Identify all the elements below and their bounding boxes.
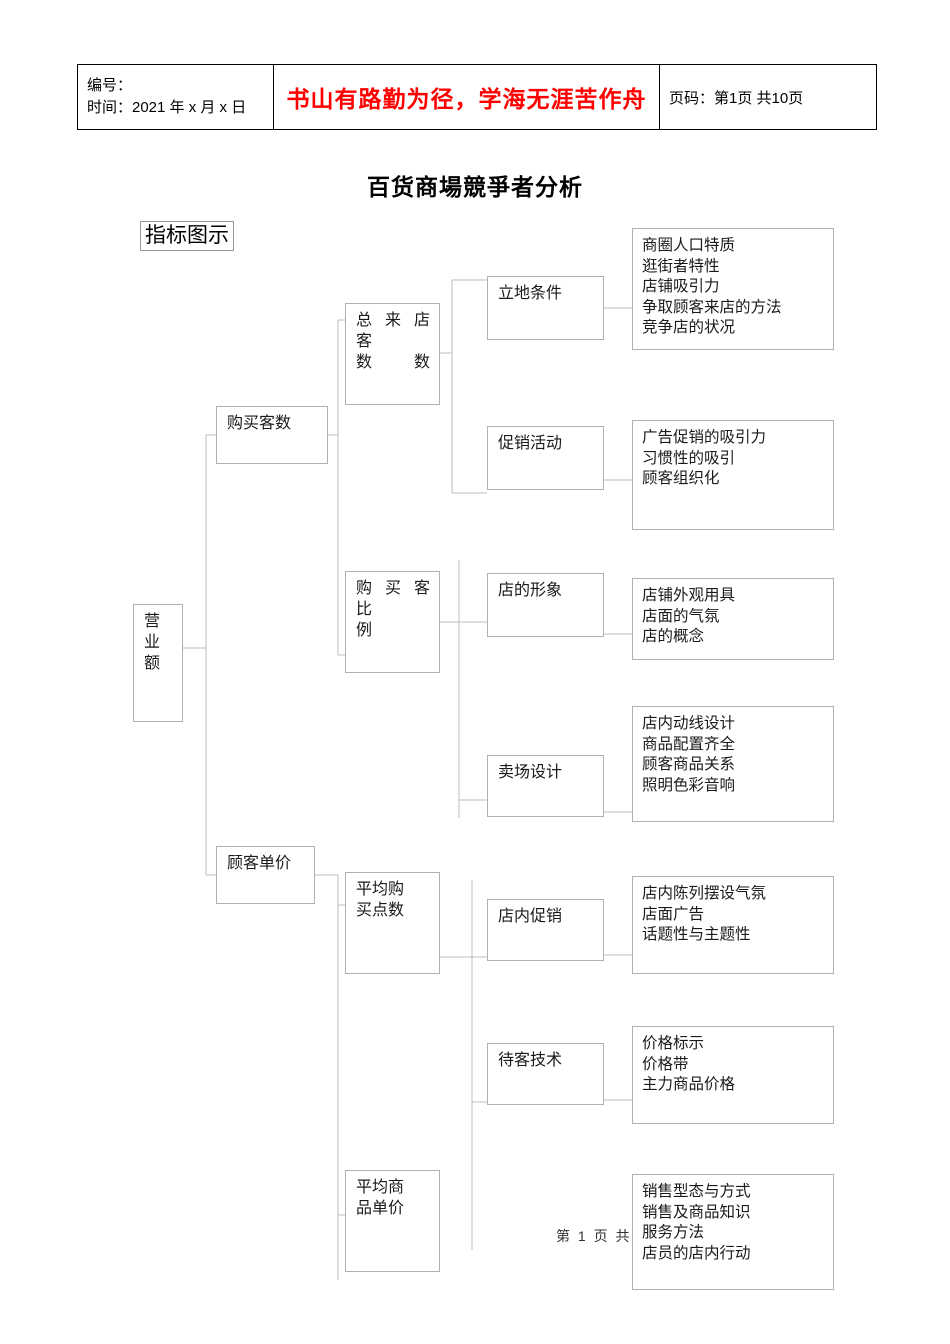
node-purchase-customer-count[interactable]: 购买客数	[216, 406, 328, 464]
page-footer: 第 1 页 共	[556, 1228, 632, 1244]
node-in-store-promotion[interactable]: 店内促销	[487, 899, 604, 961]
leaf-list-sales-floor-design[interactable]: 店内动线设计 商品配置齐全 顾客商品关系 照明色彩音响	[632, 706, 834, 822]
node-promotional-activities[interactable]: 促销活动	[487, 426, 604, 490]
leaf-list-customer-service-technique[interactable]: 价格标示 价格带 主力商品价格	[632, 1026, 834, 1124]
node-root-revenue[interactable]: 营业 额	[133, 604, 183, 722]
header-page-info: 页码：第1页 共10页	[669, 89, 804, 107]
page-title: 百货商場競爭者分析	[367, 174, 583, 200]
leaf-list-promotional-activities[interactable]: 广告促销的吸引力 习惯性的吸引 顾客组织化	[632, 420, 834, 530]
leaf-list-sales-method[interactable]: 销售型态与方式 销售及商品知识 服务方法 店员的店内行动	[632, 1174, 834, 1290]
node-customer-service-technique[interactable]: 待客技术	[487, 1043, 604, 1105]
leaf-list-in-store-promotion[interactable]: 店内陈列摆设气氛 店面广告 话题性与主题性	[632, 876, 834, 974]
leaf-list-store-image[interactable]: 店铺外观用具 店面的气氛 店的概念	[632, 578, 834, 660]
node-location-conditions[interactable]: 立地条件	[487, 276, 604, 340]
header-cell-meta: 编号： 时间：2021 年 x 月 x 日	[78, 65, 274, 129]
node-customer-unit-price[interactable]: 顾客单价	[216, 846, 315, 904]
leaf-list-location-conditions[interactable]: 商圈人口特质 逛街者特性 店铺吸引力 争取顾客来店的方法 竞争店的状况	[632, 228, 834, 350]
node-purchase-customer-ratio[interactable]: 购 买 客 比 例	[345, 571, 440, 673]
header-id-label: 编号：	[87, 77, 133, 95]
section-label-indicator-chart: 指标图示	[140, 221, 234, 252]
header-slogan-text: 书山有路勤为径，学海无涯苦作舟	[286, 86, 647, 112]
node-sales-floor-design[interactable]: 卖场设计	[487, 755, 604, 817]
node-total-store-visitors[interactable]: 总 来 店 客 数数	[345, 303, 440, 405]
header-time-label: 时间：2021 年 x 月 x 日	[87, 99, 247, 116]
header-cell-slogan: 书山有路勤为径，学海无涯苦作舟	[274, 65, 660, 129]
header-banner-table: 编号： 时间：2021 年 x 月 x 日 书山有路勤为径，学海无涯苦作舟 页码…	[77, 64, 877, 130]
header-cell-pagination: 页码：第1页 共10页	[660, 65, 876, 129]
node-average-purchase-points[interactable]: 平均购 买点数	[345, 872, 440, 974]
node-average-item-price[interactable]: 平均商 品单价	[345, 1170, 440, 1272]
node-store-image[interactable]: 店的形象	[487, 573, 604, 637]
